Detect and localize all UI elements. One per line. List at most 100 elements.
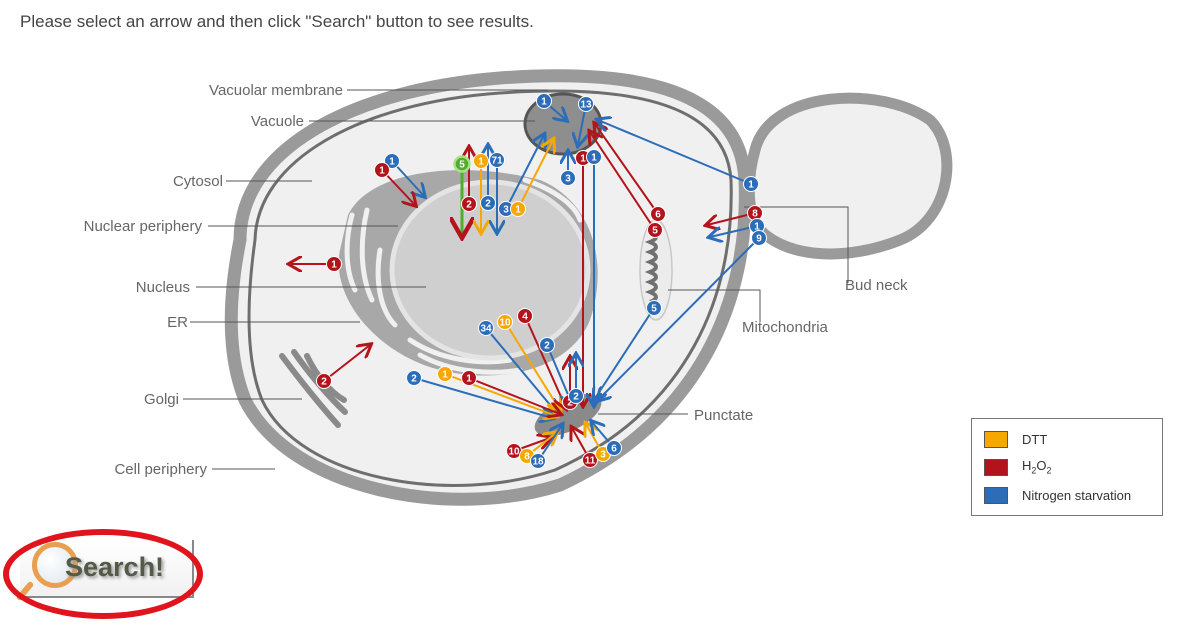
arrow-line[interactable] [413, 377, 552, 418]
badge-circle[interactable] [480, 195, 496, 211]
arrow-nucleus-to-punctate[interactable] [524, 315, 566, 408]
arrow-er-to-punctate[interactable] [468, 377, 560, 414]
badge-circle[interactable] [560, 170, 576, 186]
badge-circle[interactable] [743, 176, 759, 192]
count-badge[interactable]: 11 [582, 452, 598, 468]
arrow-line[interactable] [595, 124, 659, 215]
arrow-bud_neck-to-vacuole[interactable] [598, 120, 752, 185]
count-badge[interactable]: 13 [578, 96, 594, 112]
badge-circle[interactable] [461, 370, 477, 386]
arrow-line[interactable] [598, 237, 760, 400]
count-badge[interactable]: 1 [749, 218, 765, 234]
badge-circle[interactable] [497, 314, 513, 330]
arrow-line[interactable] [524, 315, 566, 408]
badge-circle[interactable] [586, 149, 602, 165]
arrow-mitochondria-to-vacuole[interactable] [595, 124, 659, 215]
search-button[interactable]: Search! [15, 540, 194, 602]
badge-circle[interactable] [650, 206, 666, 222]
arrow-nucleus-to-punctate[interactable] [485, 327, 556, 412]
count-badge[interactable]: 1 [536, 93, 552, 109]
arrow-line[interactable] [517, 140, 553, 210]
arrow-line[interactable] [381, 169, 415, 205]
badge-circle[interactable] [473, 153, 489, 169]
badge-circle[interactable] [751, 230, 767, 246]
arrow-bud_neck-to-punctate[interactable] [598, 237, 760, 400]
badge-circle[interactable] [517, 308, 533, 324]
arrow-line[interactable] [468, 377, 560, 414]
arrow-line[interactable] [710, 225, 758, 237]
count-badge[interactable]: 1 [743, 176, 759, 192]
count-badge[interactable]: 2 [568, 388, 584, 404]
arrow-nucleus-to-punctate[interactable] [546, 344, 572, 404]
badge-circle[interactable] [646, 300, 662, 316]
arrow-nucleus-to-punctate[interactable] [504, 321, 560, 410]
arrow-line[interactable] [707, 212, 756, 225]
count-badge[interactable]: 1 [374, 162, 390, 178]
arrow-nuclear_periphery-to-vacuole[interactable] [505, 135, 544, 210]
badge-circle[interactable] [578, 96, 594, 112]
arrow-line[interactable] [594, 307, 655, 400]
count-badge[interactable]: 5 [453, 155, 471, 173]
count-badge[interactable]: 2 [461, 196, 477, 212]
count-badge[interactable]: 1 [473, 153, 489, 169]
arrow-golgi-to-er[interactable] [323, 345, 370, 382]
arrow-line[interactable] [504, 321, 560, 410]
count-badge[interactable]: 3 [560, 170, 576, 186]
badge-circle[interactable] [530, 453, 546, 469]
count-badge[interactable]: 6 [606, 440, 622, 456]
badge-circle[interactable] [536, 93, 552, 109]
count-badge[interactable]: 1 [510, 201, 526, 217]
badge-circle[interactable] [374, 162, 390, 178]
arrow-line[interactable] [598, 120, 752, 185]
count-badge[interactable]: 18 [530, 453, 546, 469]
badge-circle[interactable] [647, 222, 663, 238]
count-badge[interactable]: 1 [461, 370, 477, 386]
arrow-line[interactable] [590, 132, 656, 231]
count-badge[interactable]: 1 [586, 149, 602, 165]
arrow-cytosol-to-nuclear_periphery[interactable] [381, 169, 415, 205]
count-badge[interactable]: 2 [406, 370, 422, 386]
badge-circle[interactable] [461, 196, 477, 212]
arrow-line[interactable] [323, 345, 370, 382]
count-badge[interactable]: 1 [326, 256, 342, 272]
badge-circle[interactable] [568, 388, 584, 404]
arrow-nuclear_periphery-to-vacuole[interactable] [517, 140, 553, 210]
count-badge[interactable]: 10 [497, 314, 513, 330]
badge-circle[interactable] [510, 201, 526, 217]
nucleus[interactable] [389, 179, 591, 361]
arrow-line[interactable] [505, 135, 544, 210]
count-badge[interactable]: 71 [489, 152, 505, 168]
count-badge[interactable]: 1 [384, 153, 400, 169]
badge-circle[interactable] [326, 256, 342, 272]
count-badge[interactable]: 9 [751, 230, 767, 246]
count-badge[interactable]: 5 [647, 222, 663, 238]
count-badge[interactable]: 2 [539, 337, 555, 353]
count-badge[interactable]: 8 [747, 205, 763, 221]
count-badge[interactable]: 1 [437, 366, 453, 382]
arrow-line[interactable] [546, 344, 572, 404]
legend-swatch-h2o2 [984, 458, 1008, 476]
count-badge[interactable]: 4 [517, 308, 533, 324]
count-badge[interactable]: 2 [480, 195, 496, 211]
count-badge[interactable]: 2 [316, 373, 332, 389]
badge-circle[interactable] [406, 370, 422, 386]
arrow-mitochondria-to-punctate[interactable] [594, 307, 655, 400]
badge-circle[interactable] [316, 373, 332, 389]
label-er: ER [167, 314, 188, 331]
arrow-line[interactable] [485, 327, 556, 412]
arrow-er-to-punctate[interactable] [413, 377, 552, 418]
badge-circle[interactable] [539, 337, 555, 353]
badge-circle[interactable] [489, 152, 505, 168]
arrow-mitochondria-to-vacuole[interactable] [590, 132, 656, 231]
badge-circle[interactable] [384, 153, 400, 169]
arrow-bud_neck-to-cytosol[interactable] [707, 212, 756, 225]
badge-circle[interactable] [478, 320, 494, 336]
badge-circle[interactable] [453, 155, 471, 173]
count-badge[interactable]: 5 [646, 300, 662, 316]
badge-circle[interactable] [437, 366, 453, 382]
arrow-bud_neck-to-cytosol[interactable] [710, 225, 758, 237]
count-badge[interactable]: 6 [650, 206, 666, 222]
count-badge[interactable]: 34 [478, 320, 494, 336]
badge-circle[interactable] [582, 452, 598, 468]
badge-circle[interactable] [606, 440, 622, 456]
